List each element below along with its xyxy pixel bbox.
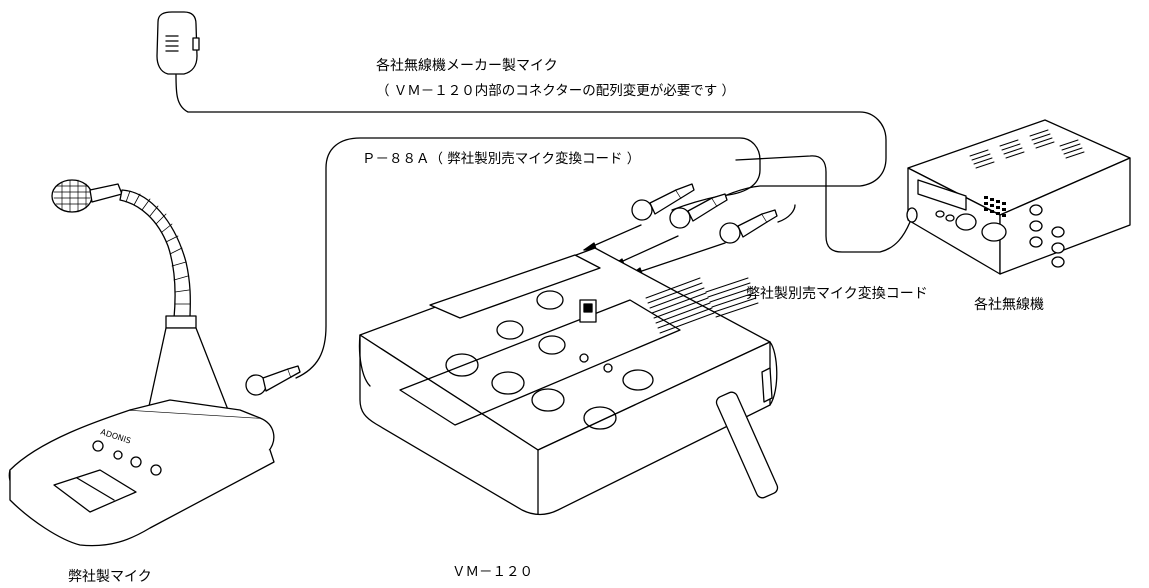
handheld-mic-drawing <box>157 12 199 74</box>
cable-maker-mic <box>176 75 886 208</box>
plug-1 <box>632 184 694 220</box>
desk-mic-label: 弊社製マイク <box>68 569 152 585</box>
connector-note-label: （ ＶＭ－１２０内部のコネクターの配列変更が必要です ） <box>376 83 736 99</box>
plug-4 <box>246 366 300 395</box>
cable-radio <box>736 156 910 252</box>
radio-label: 各社無線機 <box>974 297 1044 313</box>
radio-drawing <box>907 120 1130 274</box>
plug-3 <box>720 210 777 243</box>
vm120-label: ＶＭ－１２０ <box>452 564 533 580</box>
maker-mic-label: 各社無線機メーカー製マイク <box>376 58 558 74</box>
vm120-unit <box>359 248 779 515</box>
adapter-cord-label: 弊社製別売マイク変換コード <box>746 286 928 302</box>
plug-2 <box>670 194 727 228</box>
p88a-label: Ｐ－８８Ａ（ 弊社製別売マイク変換コード ） <box>362 151 641 167</box>
plug-set <box>246 184 777 395</box>
desk-mic-drawing: ADONIS <box>9 180 274 546</box>
